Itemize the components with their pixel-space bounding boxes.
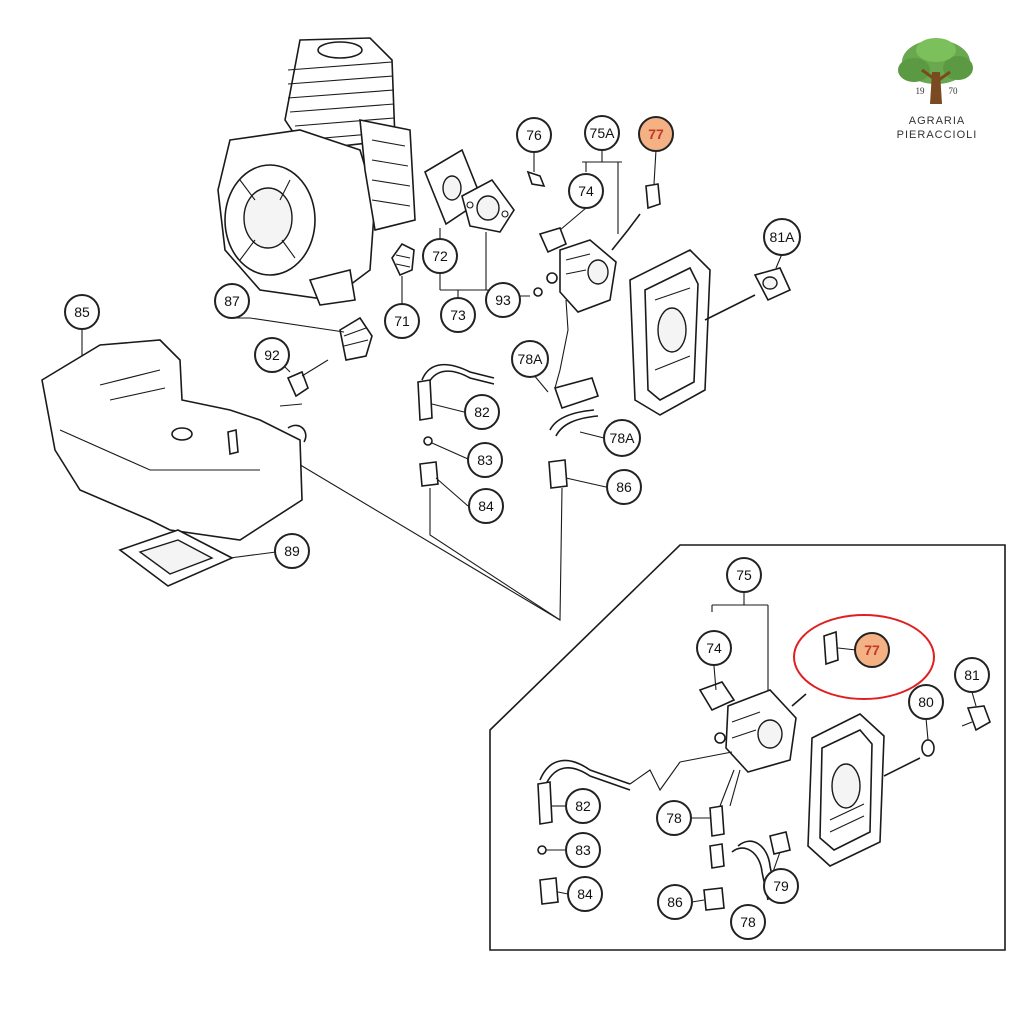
logo-year-left: 19 (916, 86, 926, 96)
svg-text:77: 77 (864, 642, 880, 658)
callout-93: 93 (485, 282, 521, 318)
svg-text:78: 78 (666, 810, 682, 826)
callout-79-inset: 79 (763, 868, 799, 904)
svg-text:82: 82 (474, 404, 490, 420)
isolator-part (391, 242, 415, 277)
svg-text:84: 84 (478, 498, 494, 514)
svg-text:78A: 78A (610, 430, 636, 446)
svg-text:83: 83 (477, 452, 493, 468)
svg-text:89: 89 (284, 543, 300, 559)
callout-78-inset-a: 78 (656, 800, 692, 836)
svg-text:77: 77 (648, 126, 664, 142)
svg-text:72: 72 (432, 248, 448, 264)
svg-text:92: 92 (264, 347, 280, 363)
callout-81A: 81A (763, 218, 801, 256)
leader-lines (81, 149, 977, 903)
highlight-ring (793, 614, 935, 700)
callout-92: 92 (254, 337, 290, 373)
carburetor-main (533, 183, 661, 313)
callout-81-inset: 81 (954, 657, 990, 693)
svg-text:71: 71 (394, 313, 410, 329)
callout-73: 73 (440, 297, 476, 333)
callout-78-inset-b: 78 (730, 904, 766, 940)
callout-87: 87 (214, 283, 250, 319)
svg-text:74: 74 (578, 183, 594, 199)
svg-text:81A: 81A (770, 229, 796, 245)
svg-text:78: 78 (740, 914, 756, 930)
callout-77-main: 77 (638, 116, 674, 152)
callout-82-main: 82 (464, 394, 500, 430)
callout-86-inset: 86 (657, 884, 693, 920)
callout-78A-upper: 78A (511, 340, 549, 378)
svg-text:75A: 75A (590, 125, 616, 141)
callout-74-inset: 74 (696, 630, 732, 666)
callout-89: 89 (274, 533, 310, 569)
svg-text:80: 80 (918, 694, 934, 710)
svg-text:86: 86 (616, 479, 632, 495)
engine-crankcase (217, 37, 416, 306)
svg-text:84: 84 (577, 886, 593, 902)
fuel-cap (279, 316, 373, 407)
svg-text:73: 73 (450, 307, 466, 323)
svg-text:78A: 78A (518, 351, 544, 367)
intake-gaskets (424, 148, 515, 233)
tank-gasket (118, 529, 234, 587)
svg-text:82: 82 (575, 798, 591, 814)
fuel-lines-main (291, 299, 600, 622)
svg-text:76: 76 (526, 127, 542, 143)
air-filter-main (629, 249, 792, 416)
screw-part (526, 170, 546, 188)
svg-text:81: 81 (964, 667, 980, 683)
svg-text:87: 87 (224, 293, 240, 309)
callout-74-main: 74 (568, 173, 604, 209)
logo-line-2: PIERACCIOLI (897, 129, 978, 141)
callout-75-inset: 75 (726, 557, 762, 593)
tree-icon (898, 38, 973, 104)
brand-logo: 19 70 AGRARIA PIERACCIOLI (897, 38, 978, 141)
fuel-tank (41, 339, 307, 541)
callout-86-main: 86 (606, 469, 642, 505)
svg-text:93: 93 (495, 292, 511, 308)
svg-text:79: 79 (773, 878, 789, 894)
callout-82-inset: 82 (565, 788, 601, 824)
callout-77-inset: 77 (854, 632, 890, 668)
callout-80-inset: 80 (908, 684, 944, 720)
callout-78A-lower: 78A (603, 419, 641, 457)
callout-83-inset: 83 (565, 832, 601, 868)
logo-line-1: AGRARIA (909, 115, 966, 127)
svg-text:86: 86 (667, 894, 683, 910)
detail-inset (489, 544, 1006, 951)
callout-72: 72 (422, 238, 458, 274)
callout-84-main: 84 (468, 488, 504, 524)
callout-75A: 75A (584, 115, 620, 151)
logo-year-right: 70 (949, 86, 959, 96)
callout-85: 85 (64, 294, 100, 330)
svg-text:75: 75 (736, 567, 752, 583)
svg-text:83: 83 (575, 842, 591, 858)
svg-text:85: 85 (74, 304, 90, 320)
svg-text:74: 74 (706, 640, 722, 656)
callout-76: 76 (516, 117, 552, 153)
callout-84-inset: 84 (567, 876, 603, 912)
callout-71: 71 (384, 303, 420, 339)
callout-83-main: 83 (467, 442, 503, 478)
